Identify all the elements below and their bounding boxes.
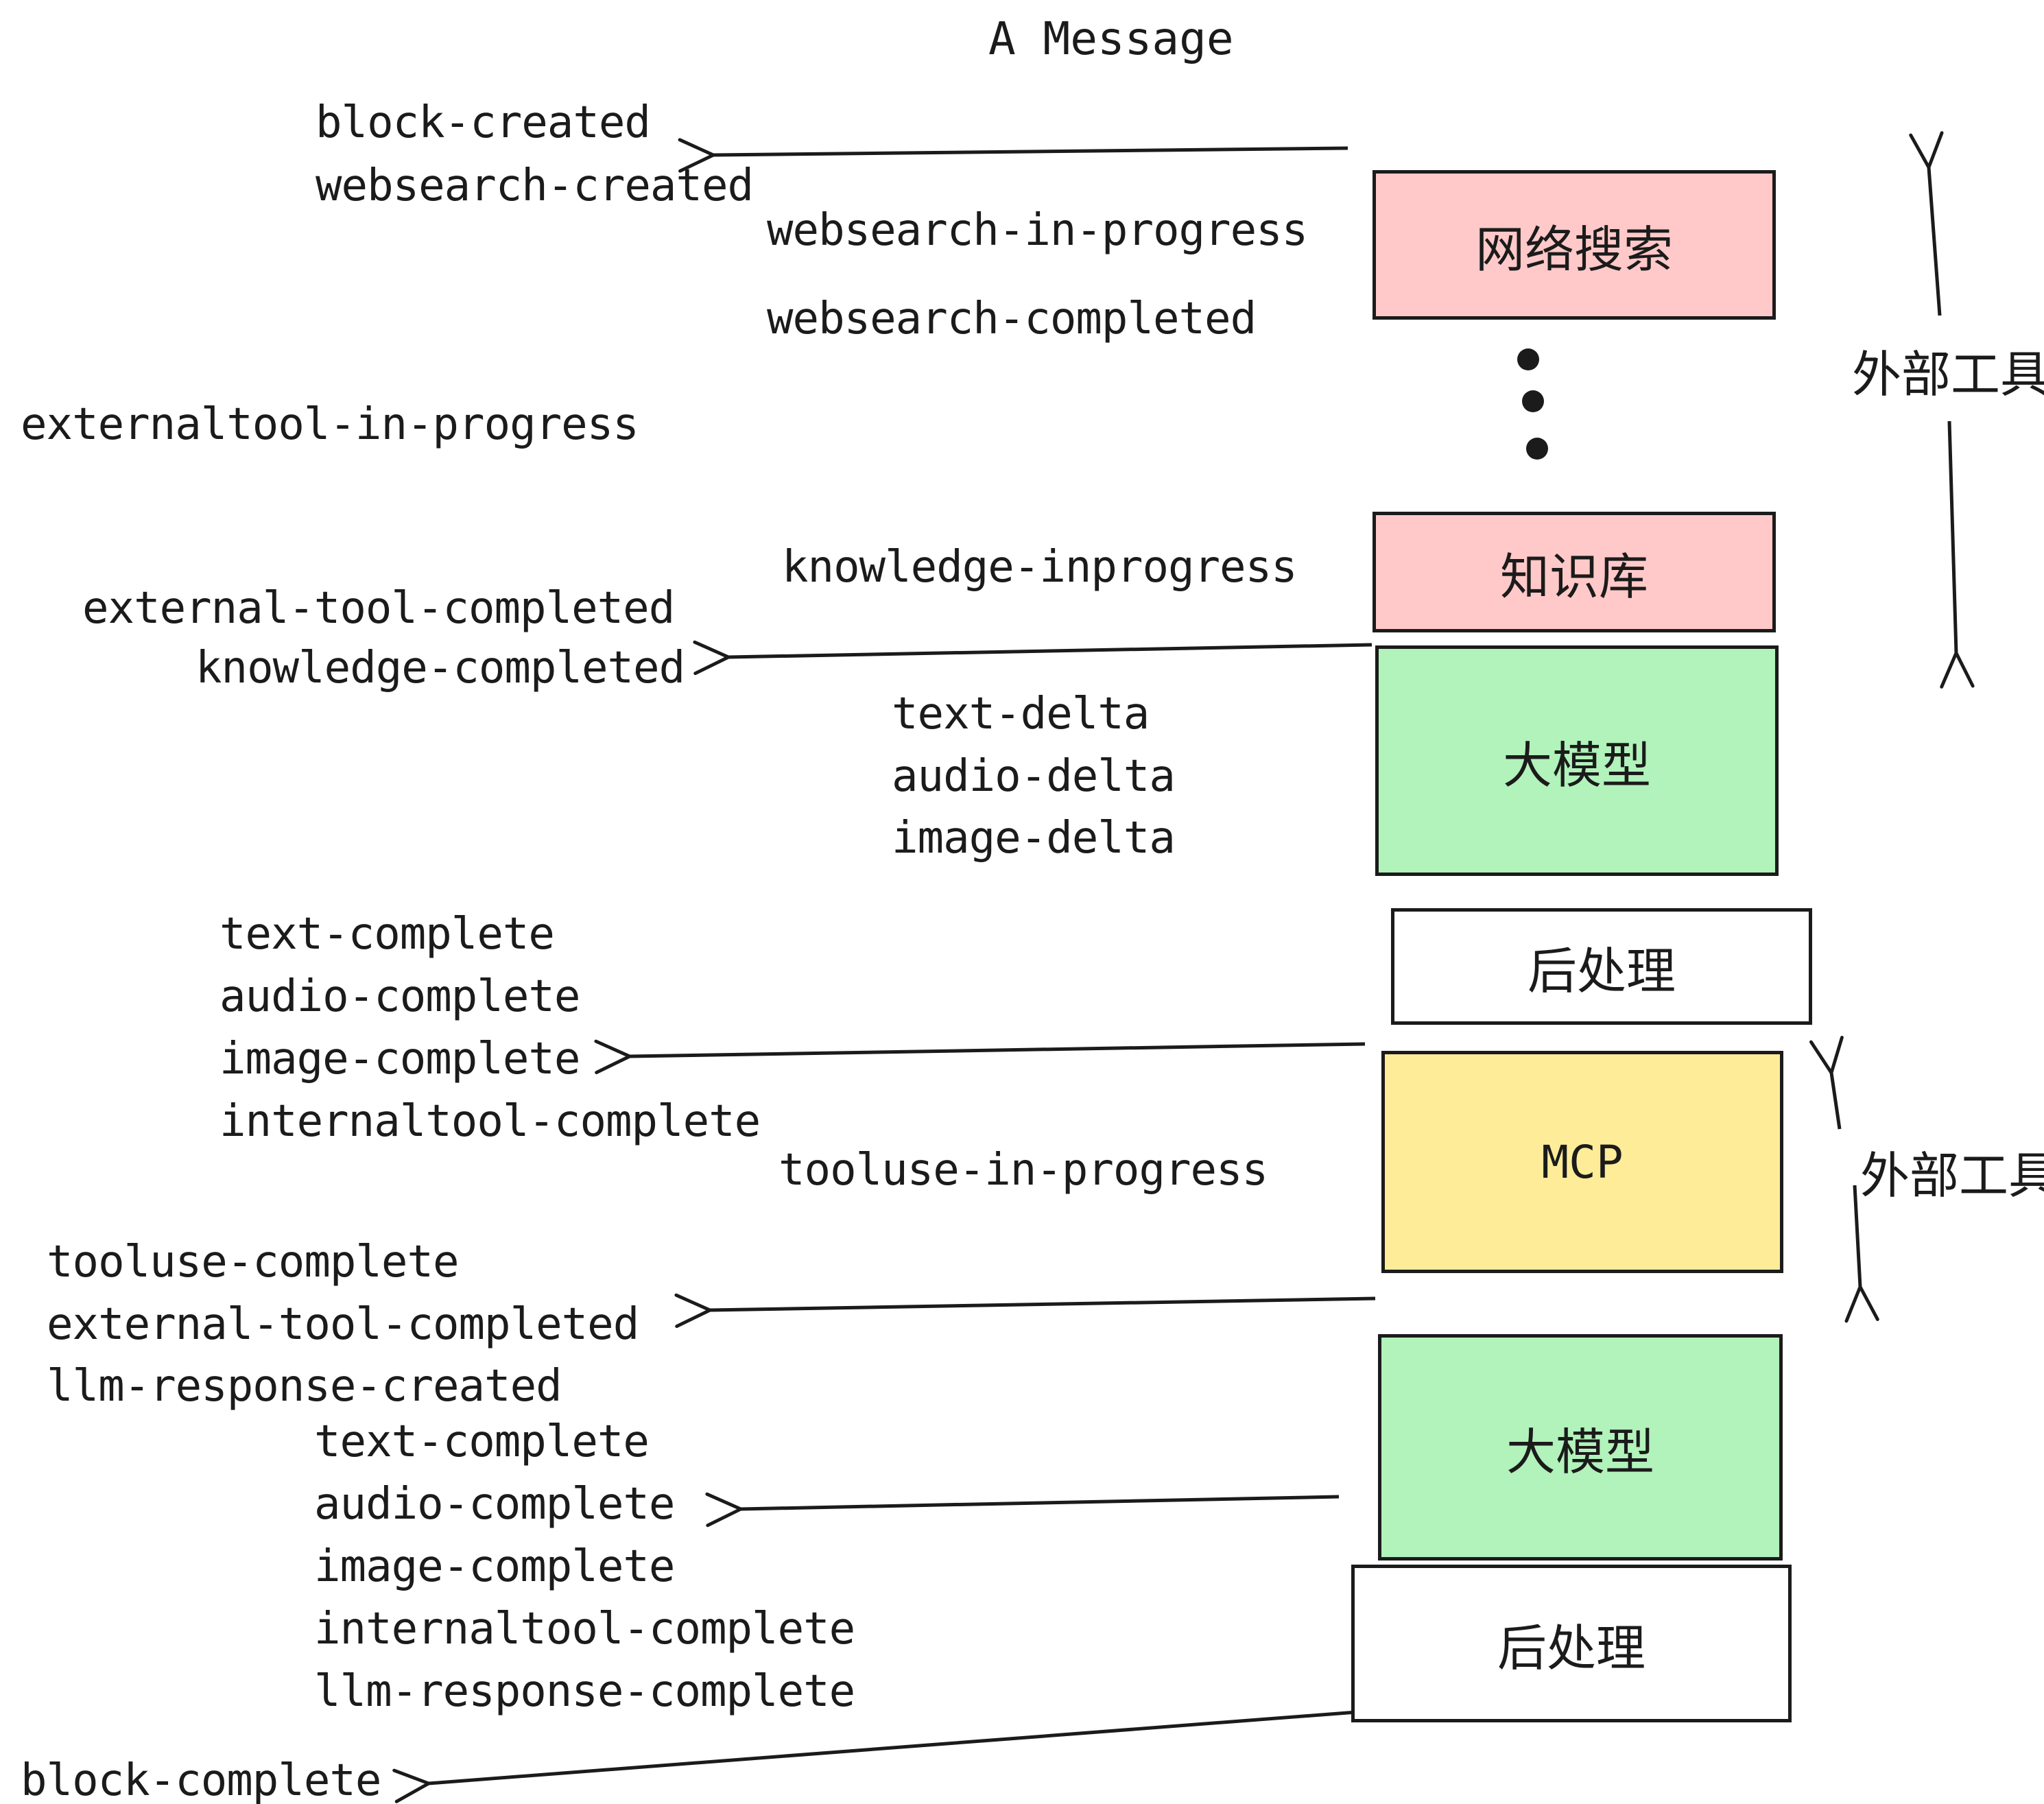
event-label-websearch-created: websearch-created (316, 161, 754, 211)
event-label-tooluse-complete: tooluse-complete (47, 1237, 459, 1287)
external-tools-2-down-arrow-icon (1844, 1185, 1879, 1323)
event-label-internaltool-complete-1: internaltool-complete (219, 1096, 761, 1147)
event-label-text-delta-1: text-delta (892, 689, 1150, 739)
node-knowledge-label: 知识库 (1499, 547, 1648, 606)
node-postprocess-2-label: 后处理 (1497, 1619, 1645, 1677)
arrow-to-websearch-created (678, 138, 1348, 173)
node-knowledge: 知识库 (1372, 512, 1776, 632)
external-tools-1-down-arrow-icon (1940, 420, 1975, 689)
event-label-audio-delta-1: audio-delta (892, 751, 1176, 802)
event-label-llm-response-created: llm-response-created (47, 1361, 562, 1412)
event-label-image-delta-1: image-delta (892, 813, 1176, 864)
node-llm-1-label: 大模型 (1502, 736, 1651, 794)
event-label-llm-response-complete: llm-response-complete (314, 1666, 855, 1717)
event-label-block-created: block-created (316, 97, 651, 148)
node-mcp: MCP (1381, 1051, 1783, 1273)
event-label-tooluse-in-progress: tooluse-in-progress (779, 1145, 1268, 1196)
side-label-external-tools-1: 外部工具 (1852, 346, 2044, 403)
side-label-external-tools-2: 外部工具 (1860, 1147, 2044, 1204)
arrow-to-block-complete (392, 1710, 1357, 1803)
arrow-to-image-complete (594, 1039, 1366, 1075)
event-label-block-complete: block-complete (21, 1755, 381, 1804)
event-label-externaltool-in-progress: externaltool-in-progress (21, 399, 639, 450)
node-websearch: 网络搜索 (1372, 170, 1776, 320)
node-postprocess-1-label: 后处理 (1527, 942, 1676, 1000)
external-tools-2-up-arrow-icon (1809, 1036, 1844, 1130)
event-label-knowledge-completed: knowledge-completed (195, 643, 685, 693)
node-mcp-label: MCP (1541, 1135, 1624, 1189)
node-llm-1: 大模型 (1375, 645, 1779, 876)
node-llm-2: 大模型 (1378, 1334, 1783, 1560)
event-label-audio-complete-2: audio-complete (314, 1479, 675, 1530)
node-postprocess-1: 后处理 (1391, 908, 1812, 1025)
event-label-image-complete-1: image-complete (219, 1034, 580, 1084)
diagram-title: A Message (988, 12, 1234, 65)
arrow-to-knowledge-completed (693, 640, 1372, 676)
event-label-text-complete-1: text-complete (219, 909, 555, 960)
arrow-to-audio-complete (705, 1492, 1340, 1528)
node-postprocess-2: 后处理 (1351, 1565, 1792, 1722)
ellipsis-dots-icon (1517, 348, 1548, 460)
event-label-external-tool-completed-2: external-tool-completed (47, 1299, 639, 1350)
event-label-websearch-in-progress: websearch-in-progress (767, 205, 1308, 256)
event-label-image-complete-2: image-complete (314, 1541, 675, 1592)
node-websearch-label: 网络搜索 (1475, 220, 1673, 278)
arrow-to-external-tool-completed (674, 1293, 1376, 1329)
event-label-text-complete-2: text-complete (314, 1416, 650, 1467)
event-label-websearch-completed: websearch-completed (767, 294, 1257, 344)
node-llm-2-label: 大模型 (1506, 1423, 1654, 1481)
event-label-internaltool-complete-2: internaltool-complete (314, 1604, 855, 1654)
event-label-knowledge-inprogress: knowledge-inprogress (782, 542, 1298, 593)
external-tools-1-up-arrow-icon (1909, 131, 1944, 316)
event-label-audio-complete-1: audio-complete (219, 971, 580, 1022)
event-label-external-tool-completed-1: external-tool-completed (82, 583, 675, 634)
